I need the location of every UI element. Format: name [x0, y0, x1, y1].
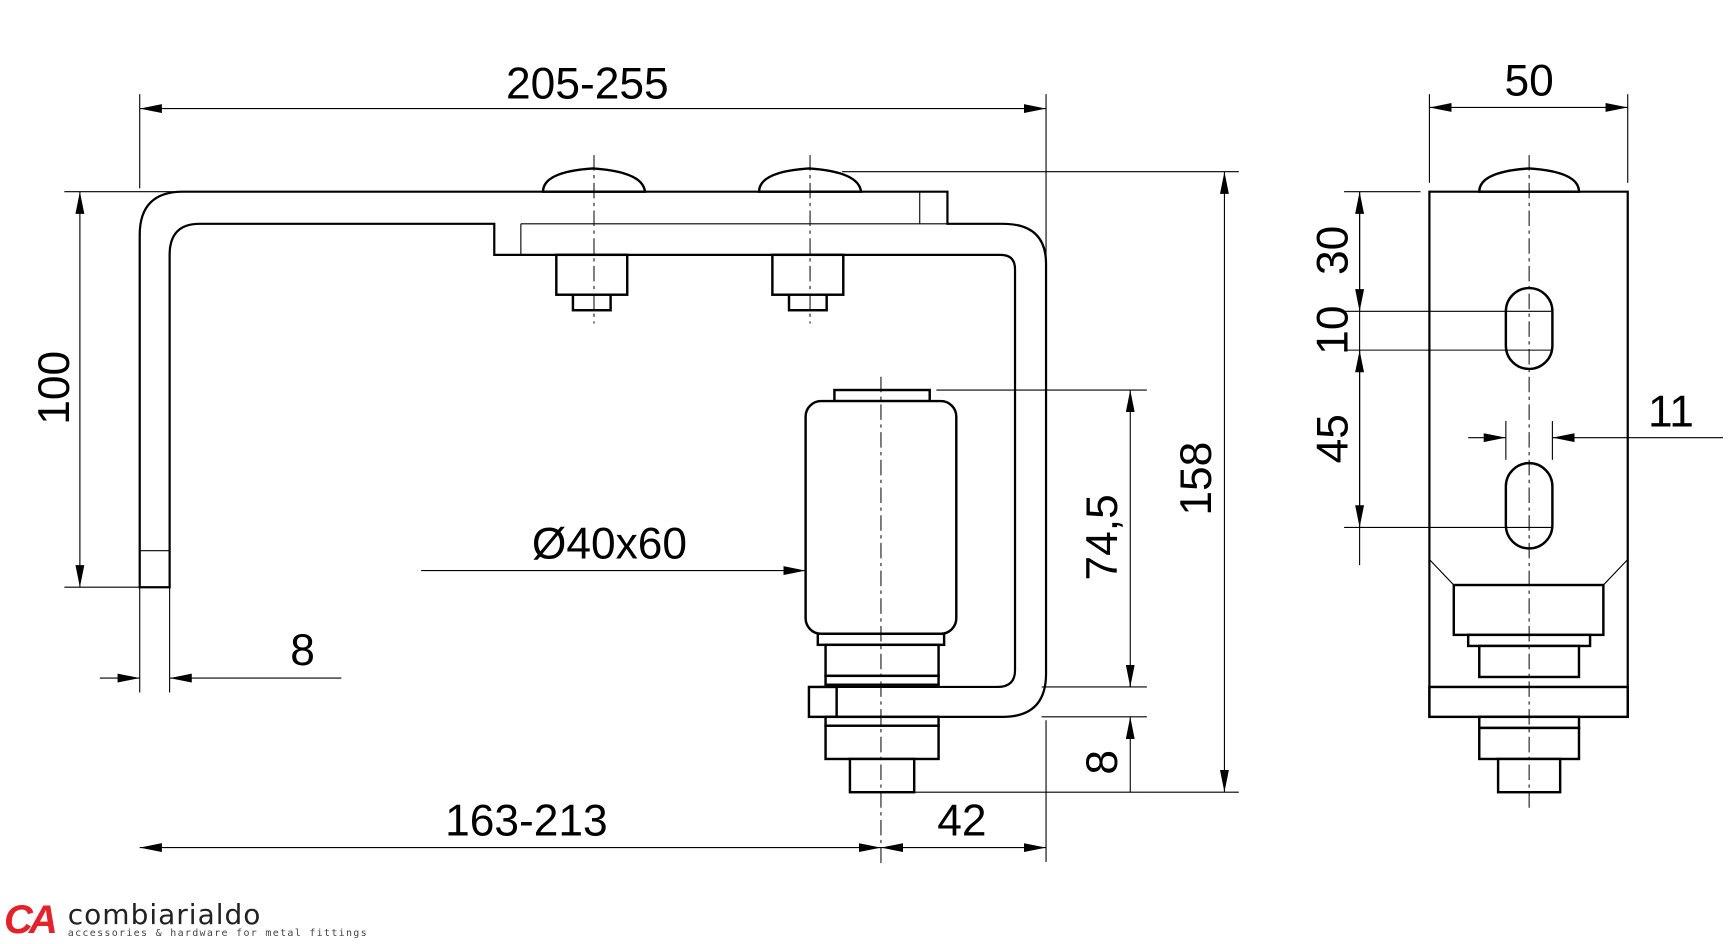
logo-tagline: accessories & hardware for metal fitting… [67, 928, 368, 939]
dim-height-left: 100 [30, 351, 79, 425]
side-dimensions: 50 30 10 45 11 [1308, 56, 1724, 566]
dim-slot-spacing: 45 [1308, 414, 1357, 463]
dim-base-length: 163-213 [445, 796, 608, 845]
roller [804, 388, 958, 794]
front-dimensions: 205-255 100 8 Ø40x60 74,5 158 8 163-213 … [30, 60, 1239, 863]
logo-name: combiarialdo [67, 898, 262, 931]
dim-roller-height: 74,5 [1078, 494, 1127, 580]
dim-slot-width: 11 [1648, 388, 1694, 437]
dim-total-height: 158 [1172, 442, 1221, 516]
brand-logo: CA combiarialdo accessories & hardware f… [4, 898, 368, 943]
bolt-2 [757, 167, 863, 312]
front-view [138, 155, 1048, 865]
side-view [1428, 155, 1629, 809]
bolt-1 [541, 167, 647, 312]
dim-wall-thickness: 8 [290, 626, 315, 675]
dim-offset-bottom: 8 [1078, 750, 1127, 775]
dim-roller: Ø40x60 [532, 519, 687, 568]
dim-slot-length: 10 [1308, 306, 1357, 355]
logo-mark: CA [4, 898, 58, 942]
dim-axis-offset: 42 [937, 796, 986, 845]
dim-overall-width: 205-255 [506, 60, 669, 109]
dim-slot-top: 30 [1308, 226, 1357, 275]
dim-side-width: 50 [1504, 56, 1553, 105]
